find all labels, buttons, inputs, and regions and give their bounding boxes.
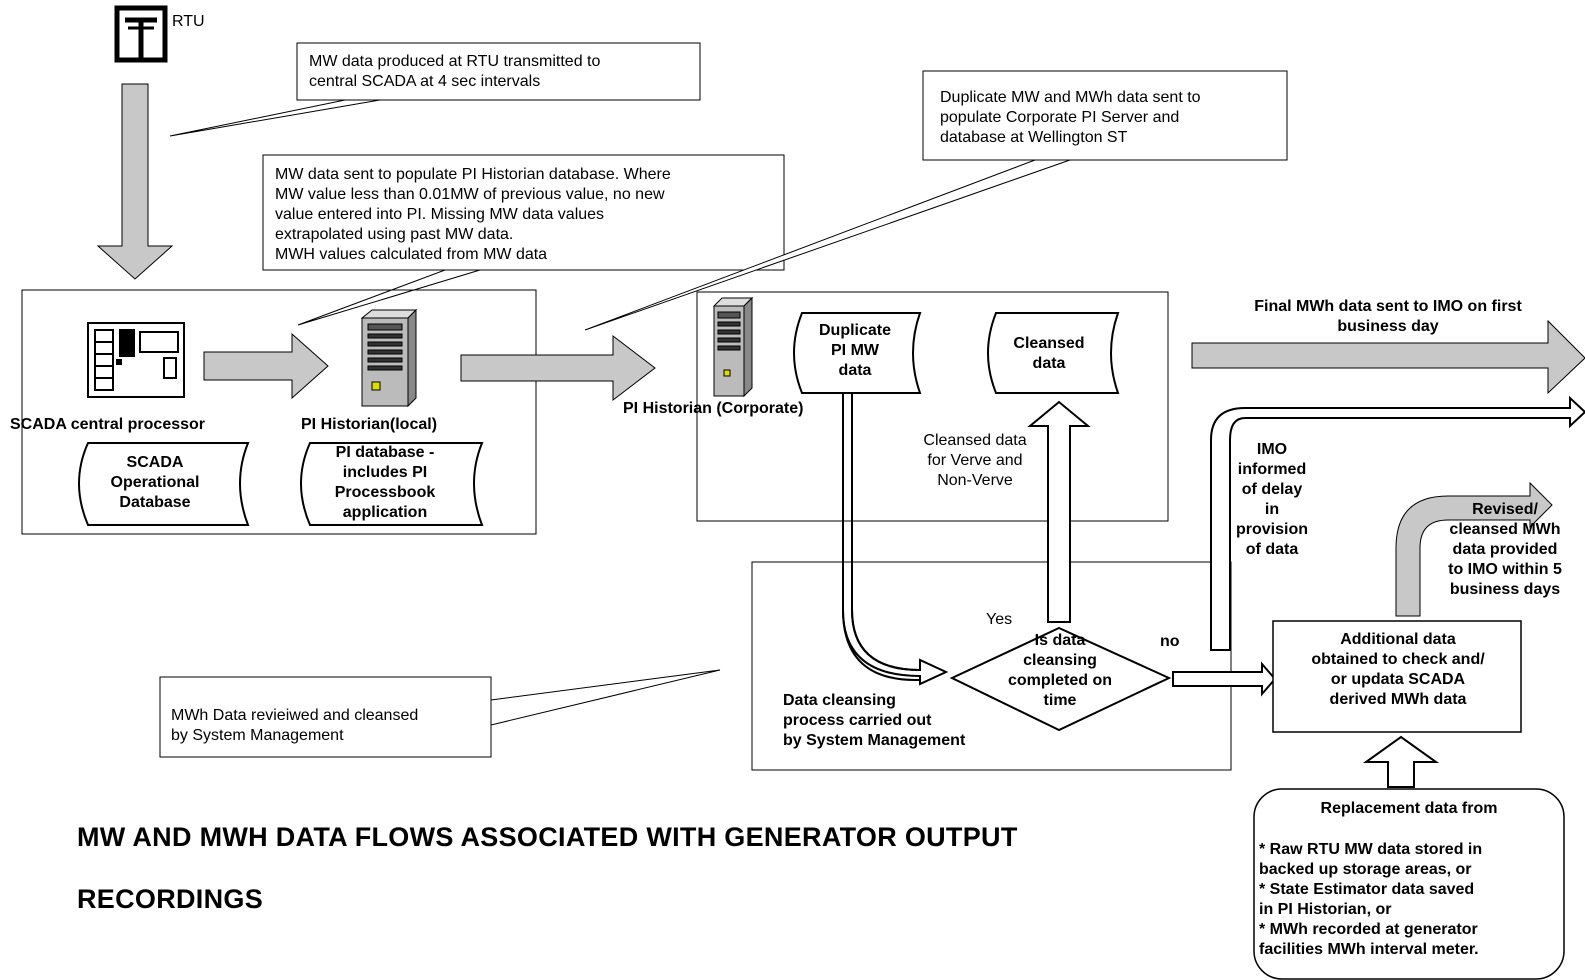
callout-pi-pointer [297, 269, 481, 326]
scada-processor-label: SCADA central processor [10, 416, 206, 433]
scada-processor-icon [87, 322, 185, 398]
diagram-title-line2: RECORDINGS [77, 884, 264, 914]
imo-informed-label: IMO informed of delay in provision of da… [1235, 441, 1308, 558]
scada-to-pi-arrow [203, 332, 329, 400]
callout-rtu-text: MW data produced at RTU transmitted to c… [309, 53, 601, 90]
callout-pi-text: MW data sent to populate PI Historian da… [275, 166, 671, 263]
duplicate-pi-label: Duplicate PI MW data [818, 322, 891, 379]
diagram-title-line1: MW AND MWH DATA FLOWS ASSOCIATED WITH GE… [77, 822, 1018, 852]
duplicate-pi-doc [793, 312, 922, 394]
pi-local-server-icon [360, 308, 418, 408]
yes-label: Yes [986, 611, 1013, 628]
callout-review-box [159, 676, 492, 758]
corporate-container [696, 291, 1169, 522]
pi-corporate-label: PI Historian (Corporate) [623, 400, 804, 417]
final-to-imo-arrow [1191, 319, 1585, 395]
callout-review-text: MWh Data revieiwed and cleansed by Syste… [171, 707, 419, 744]
replacement-up-arrow [1362, 735, 1440, 788]
replacement-box [1253, 788, 1565, 980]
local-system-container [21, 289, 537, 535]
cleansed-doc [987, 312, 1120, 394]
pi-db-doc [300, 442, 484, 526]
callout-rtu-box [296, 42, 701, 101]
additional-data-label: Additional data obtained to check and/ o… [1311, 631, 1485, 708]
cleansed-data-label: Cleansed data [1013, 335, 1085, 372]
decision-to-cleansed-arrow [1027, 400, 1091, 623]
callout-duplicate-text: Duplicate MW and MWh data sent to popula… [940, 89, 1201, 146]
imo-delay-arrow [1210, 395, 1585, 651]
callout-pi-box [262, 154, 785, 271]
revised-label: Revised/ cleansed MWh data provided to I… [1448, 501, 1562, 598]
rtu-down-arrow [96, 83, 174, 280]
no-to-additional-arrow [1172, 661, 1277, 697]
replacement-title: Replacement data from [1320, 800, 1498, 817]
scada-db-label: SCADA Operational Database [110, 454, 200, 511]
callout-rtu-pointer [169, 99, 381, 137]
additional-data-box [1272, 620, 1522, 733]
callout-duplicate-pointer [584, 159, 1071, 331]
no-label: no [1160, 633, 1180, 650]
callout-duplicate-box [922, 70, 1288, 161]
rtu-icon [114, 5, 168, 63]
decision-label: Is data cleansing completed on time [1007, 632, 1112, 709]
callout-review-pointer [490, 669, 721, 726]
decision-diamond [949, 626, 1172, 732]
pi-db-label: PI database - includes PI Processbook ap… [334, 444, 436, 521]
cleansing-process-label: Data cleansing process carried out by Sy… [783, 692, 966, 749]
scada-db-doc [78, 442, 250, 526]
pi-to-corporate-arrow [460, 334, 656, 402]
pi-local-label: PI Historian(local) [301, 416, 438, 433]
replacement-items: * Raw RTU MW data stored in backed up st… [1259, 841, 1483, 958]
pi-corporate-server-icon [712, 296, 754, 398]
cleansing-container [751, 561, 1232, 771]
rtu-label: RTU [172, 13, 205, 30]
cleansed-verve-label: Cleansed data for Verve and Non-Verve [923, 432, 1027, 489]
revised-to-imo-arrow [1395, 481, 1553, 617]
final-mwh-label: Final MWh data sent to IMO on first busi… [1254, 298, 1522, 335]
